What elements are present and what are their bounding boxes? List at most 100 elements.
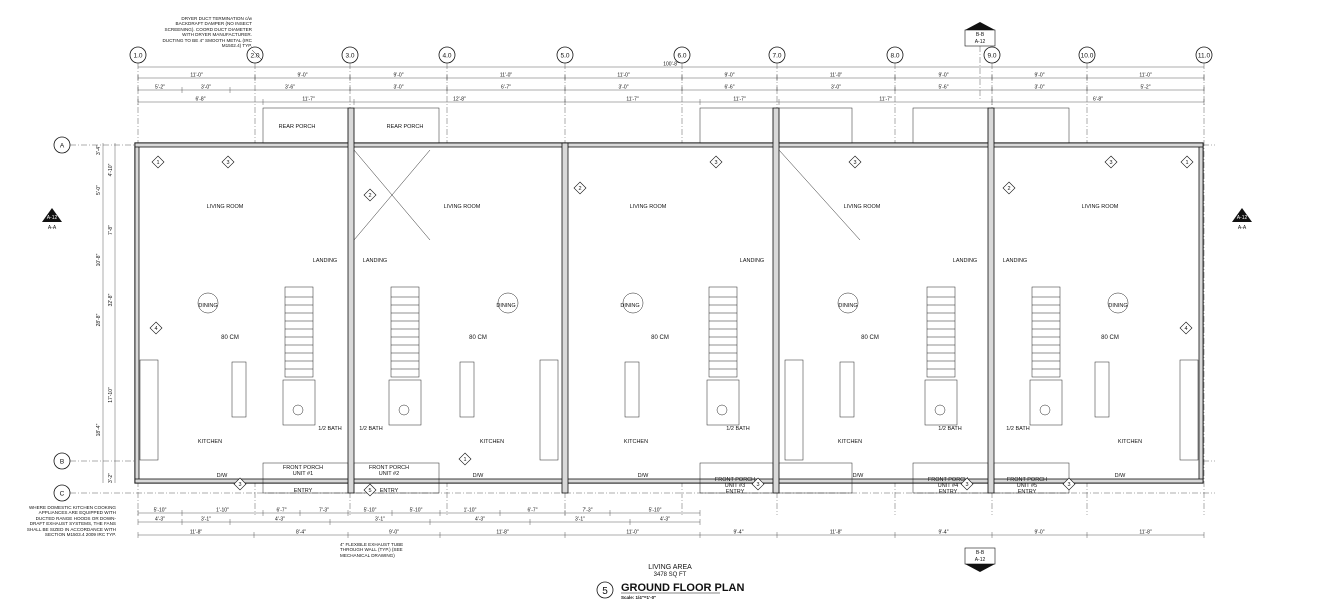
- overall-dimension-text: 100'-8": [663, 62, 679, 68]
- dimension-text: 11'-0": [1139, 73, 1152, 79]
- dimension-text: 11'-7": [879, 97, 892, 103]
- dimension-text: 3'-1": [201, 517, 211, 523]
- dimension-text: 11'-8": [496, 530, 509, 536]
- room-label-rear-porch: REAR PORCH: [387, 124, 424, 130]
- cooking-note: WHERE DOMESTIC KITCHEN COOKING APPLIANCE…: [26, 505, 116, 538]
- grid-bubble-col: [673, 46, 691, 64]
- keynote-tag: [848, 155, 862, 169]
- left-dimension-text: 5'-0": [96, 185, 102, 195]
- keynote-tag: [1180, 155, 1194, 169]
- grid-col-label: 3.0: [345, 53, 354, 60]
- keynote-tag-number: 3: [1067, 482, 1070, 488]
- area-callout: 80 CM: [1101, 335, 1119, 341]
- left-dimension-text: 18'-4": [96, 423, 102, 436]
- area-callout: 80 CM: [221, 335, 239, 341]
- room-label-dining: DINING: [620, 303, 639, 309]
- keynote-tag: [1062, 477, 1076, 491]
- room-label-front-porch: FRONT PORCH: [369, 465, 409, 471]
- keynote-tag-number: 3: [714, 160, 717, 166]
- toilet-fixture: [934, 404, 946, 416]
- room-label-dw: D/W: [217, 473, 229, 479]
- section-marker-bottom-label: B-B: [976, 550, 985, 556]
- keynote-tag: [1002, 181, 1016, 195]
- dimension-text: 7'-3": [583, 508, 593, 514]
- drawing-number-bubble: [596, 581, 614, 599]
- keynote-tag: [151, 155, 165, 169]
- keynote-tag-number: 3: [853, 160, 856, 166]
- left-dimension-text: 28'-8": [96, 313, 102, 326]
- kitchen-island: [459, 361, 475, 418]
- exhaust-note-text: 4" FLEXIBLE EXHAUST TUBE THROUGH WALL (T…: [340, 542, 404, 558]
- grid-bubble-col: [886, 46, 904, 64]
- living-area-label: LIVING AREA: [648, 564, 692, 571]
- room-label-living-room: LIVING ROOM: [207, 204, 244, 210]
- room-label-unit3: UNIT #3: [725, 483, 745, 489]
- dimension-text: 3'-0": [201, 85, 211, 91]
- room-label-entry: ENTRY: [939, 489, 958, 495]
- stair-well: [1031, 286, 1061, 378]
- grid-row-label: C: [60, 491, 65, 498]
- dimension-text: 3'-6": [285, 85, 295, 91]
- kitchen-counter: [1179, 359, 1199, 461]
- grid-bubble-col: [983, 46, 1001, 64]
- half-bath-room: [282, 379, 316, 426]
- room-label-half-bath: 1/2 BATH: [318, 426, 341, 432]
- half-bath-room: [706, 379, 740, 426]
- keynote-tag: [573, 181, 587, 195]
- section-marker-top: B-B A-12: [964, 22, 996, 100]
- dimension-text: 11'-0": [190, 73, 203, 79]
- dimension-text: 11'-8": [830, 530, 843, 536]
- room-label-entry: ENTRY: [1018, 489, 1037, 495]
- dimension-text: 6'-7": [501, 85, 511, 91]
- living-area-value: 3478 SQ FT: [654, 572, 687, 578]
- keynote-tag-number: 4: [1184, 326, 1187, 332]
- keynote-tag-number: 1: [463, 457, 466, 463]
- section-marker-top-label: B-B: [976, 32, 985, 38]
- dining-table: [497, 292, 519, 314]
- room-label-entry: ENTRY: [380, 488, 399, 494]
- dimension-text: 11'-0": [830, 73, 843, 79]
- stair-well: [708, 286, 738, 378]
- kitchen-island: [231, 361, 247, 418]
- dining-table: [837, 292, 859, 314]
- grid-bubble-col: [768, 46, 786, 64]
- room-label-entry: ENTRY: [726, 489, 745, 495]
- room-label-dining: DINING: [496, 303, 515, 309]
- dimension-text: 8'-4": [296, 530, 306, 536]
- drawing-title-block: LIVING AREA 3478 SQ FT 5 GROUND FLOOR PL…: [596, 564, 744, 600]
- room-label-living-room: LIVING ROOM: [844, 204, 881, 210]
- kitchen-counter: [784, 359, 804, 461]
- dimension-text: 4'-3": [155, 517, 165, 523]
- grid-bubble-row: [53, 136, 71, 154]
- keynote-tag-number: 2: [578, 186, 581, 192]
- dimension-text: 11'-7": [302, 97, 315, 103]
- keynote-tag: [1104, 155, 1118, 169]
- dimension-text: 11'-0": [500, 73, 513, 79]
- grid-bubble-col: [438, 46, 456, 64]
- toilet-fixture: [292, 404, 304, 416]
- grid-bubble-col: [341, 46, 359, 64]
- left-dimension-text: 7'-8": [108, 225, 114, 235]
- section-marker-right-sheet: A-12: [1237, 215, 1248, 221]
- dimension-text: 11'-7": [626, 97, 639, 103]
- cooking-note-text: WHERE DOMESTIC KITCHEN COOKING APPLIANCE…: [26, 505, 116, 538]
- room-label-rear-porch: REAR PORCH: [279, 124, 316, 130]
- keynote-tag-number: 4: [154, 326, 157, 332]
- room-label-living-room: LIVING ROOM: [1082, 204, 1119, 210]
- left-dimension-text: 17'-10": [108, 387, 114, 403]
- keynote-tag: [221, 155, 235, 169]
- dimension-text: 5'-6": [939, 85, 949, 91]
- dimension-text: 4'-3": [275, 517, 285, 523]
- room-label-front-porch: FRONT PORCH: [715, 477, 755, 483]
- drawing-scale: Scale: 1/4"=1'-0": [621, 595, 656, 600]
- room-label-half-bath: 1/2 BATH: [938, 426, 961, 432]
- room-label-half-bath: 1/2 BATH: [359, 426, 382, 432]
- dimension-text: 7'-3": [319, 508, 329, 514]
- room-label-unit2: UNIT #2: [379, 471, 399, 477]
- room-label-landing: LANDING: [363, 258, 387, 264]
- room-label-dw: D/W: [473, 473, 485, 479]
- dimension-text: 11'-7": [733, 97, 746, 103]
- dimension-text: 5'-2": [1141, 85, 1151, 91]
- keynote-tag: [363, 188, 377, 202]
- dimension-text: 9'-0": [939, 73, 949, 79]
